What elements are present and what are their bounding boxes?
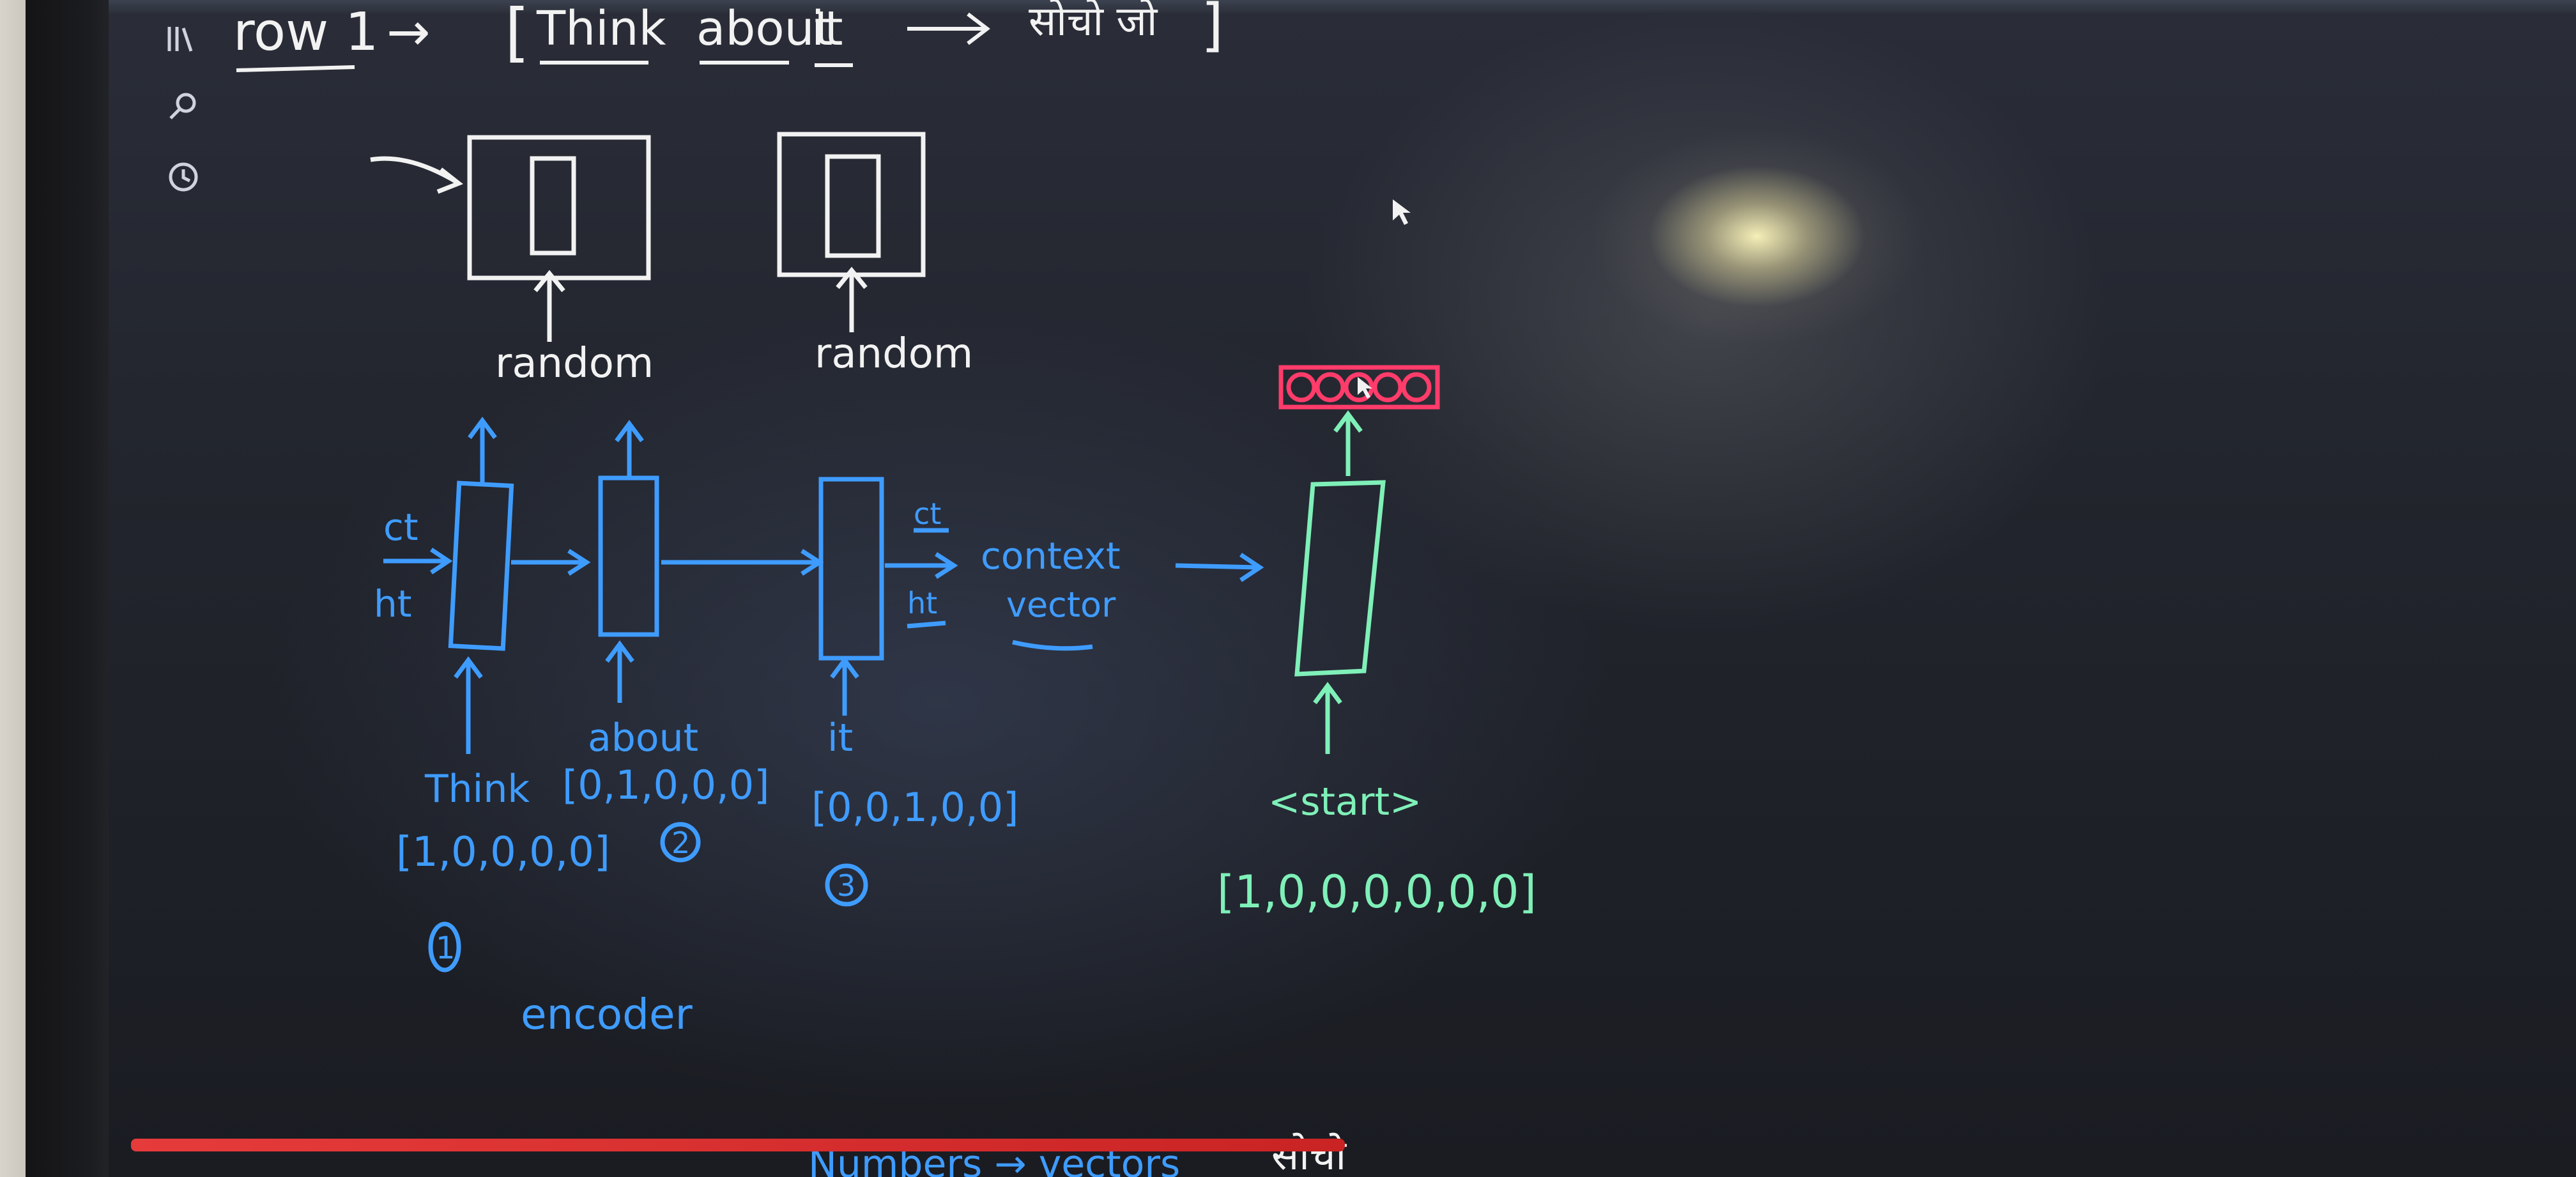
search-icon[interactable] <box>163 86 204 127</box>
index-circle-2 <box>660 822 701 863</box>
encoder-cell-1 <box>448 481 514 651</box>
header-word-2: about <box>696 1 833 56</box>
history-icon[interactable] <box>163 157 204 197</box>
context-label-1: context <box>981 534 1121 578</box>
window-top-bar <box>109 0 2576 14</box>
side-toolbar <box>163 13 214 204</box>
sentence-open-bracket: [ <box>505 0 530 70</box>
encoder-output-c: ct <box>914 496 941 531</box>
sentence-close-bracket: ] <box>1201 0 1223 59</box>
token-2-index: 2 <box>671 826 690 860</box>
decoder-start-token: <start> <box>1268 780 1422 824</box>
progress-bar[interactable] <box>131 1139 1345 1151</box>
top-box-1-label: random <box>495 340 654 387</box>
whiteboard-screen <box>109 0 2576 1177</box>
header-arrow: → <box>387 2 431 63</box>
token-2-vector: [0,1,0,0,0] <box>562 762 769 808</box>
header-word-3: it <box>811 1 843 56</box>
header-word-1: Think <box>536 1 666 56</box>
index-circle-3 <box>825 863 868 907</box>
cursor-icon-2 <box>1358 377 1372 399</box>
token-1-vector: [1,0,0,0,0] <box>396 829 610 876</box>
encoder-cell-2 <box>598 475 659 637</box>
top-box-2-label: random <box>815 330 973 378</box>
encoder-footer-label: encoder <box>521 990 693 1039</box>
token-2-word: about <box>588 716 698 760</box>
token-3-index: 3 <box>837 868 855 903</box>
cursor-icon <box>1393 199 1411 225</box>
token-3-vector: [0,0,1,0,0] <box>811 784 1018 831</box>
token-3-word: it <box>827 716 853 760</box>
encoder-cell-3 <box>818 477 884 661</box>
decoder-cell <box>1294 480 1386 677</box>
top-box-1 <box>467 135 651 281</box>
header-translation: सोचो जो <box>1029 0 1158 45</box>
index-circle-1 <box>428 921 461 973</box>
token-1-index: 1 <box>436 930 456 966</box>
encoder-input-c: ct <box>383 505 418 549</box>
library-icon[interactable] <box>163 19 204 60</box>
encoder-output-h: ht <box>907 586 937 620</box>
row-label: row 1 <box>233 2 378 63</box>
context-label-2: vector <box>1006 585 1116 625</box>
decoder-start-vector: [1,0,0,0,0,0,0] <box>1217 866 1537 918</box>
token-1-word: Think <box>424 767 530 812</box>
encoder-input-h: ht <box>374 582 412 626</box>
output-vector <box>1278 365 1440 410</box>
